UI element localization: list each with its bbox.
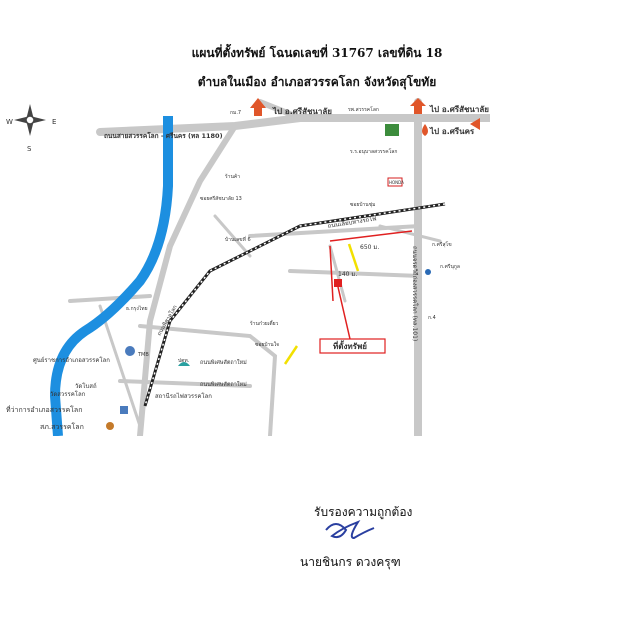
property-pointer-line xyxy=(337,286,351,340)
signature-mark xyxy=(325,520,375,540)
property-marker-icon xyxy=(334,279,342,287)
location-map: W E S 650 ม. 140 ม. ที่ตั้งทรัพย์ xyxy=(6,98,490,436)
place-shop-2: ร้านก๋วยเตี๋ยว xyxy=(250,319,279,327)
map-subtitle: ตำบลในเมือง อำเภอสวรรคโลก จังหวัดสุโขทัย xyxy=(197,75,437,89)
soi-srisatchanalai-label: ซอยศรีสัชนาลัย 13 xyxy=(200,195,242,202)
km7-label: กม.7 xyxy=(230,110,241,116)
road-phiset-2-label: ถนนพิเศษสัตถาใหม่ xyxy=(200,381,247,388)
dir-sri-satchanalai-2: ไป อ.ศรีสัชนาลัย xyxy=(429,104,489,114)
place-k3: ก.4 xyxy=(428,315,436,321)
direction-arrow-icon xyxy=(250,98,480,130)
place-tmb: TMB xyxy=(137,352,149,358)
place-district-office: ที่ว่าการอำเภอสวรรคโลก xyxy=(6,405,82,414)
place-bank: ธ.กรุงไทย xyxy=(126,305,148,312)
highway-101-label: ถนนจรดวิถีถ่องสวรรคโลก (ทล.101) xyxy=(411,246,419,341)
place-k2: ก.ศรีนุกูล xyxy=(440,263,460,270)
dist-140-label: 140 ม. xyxy=(338,271,357,278)
road-phiset-label: ถนนพิเศษสัตถาใหม่ xyxy=(200,359,247,366)
certification-text: รับรองความถูกต้อง xyxy=(314,505,413,519)
property-label: ที่ตั้งทรัพย์ xyxy=(333,340,367,351)
place-hospital: รพ.สวรรคโลก xyxy=(348,106,379,113)
compass-rose-icon xyxy=(14,104,46,136)
place-markers xyxy=(106,124,431,430)
place-center: ศูนย์ราชการอำเภอสวรรคโลก xyxy=(33,356,110,364)
dist-650-label: 650 ม. xyxy=(360,244,379,251)
railway-line xyxy=(143,202,446,407)
distance-line-650 xyxy=(329,230,413,242)
river xyxy=(49,116,173,436)
place-temple: วัดสวรรคโลก xyxy=(50,390,86,398)
place-k1: ก.ศรีสุโข xyxy=(432,241,452,248)
map-title: แผนที่ตั้งทรัพย์ โฉนดเลขที่ 31767 เลขที่… xyxy=(191,46,443,60)
place-honda: HONDA xyxy=(389,180,404,185)
soi-ban-chun-label: ซอยบ้านชุ่ม xyxy=(350,201,375,208)
compass-s: S xyxy=(27,145,32,153)
distance-line-140 xyxy=(329,245,334,302)
place-station: สถานีรถไฟสวรรคโลก xyxy=(155,392,212,400)
place-watbot: วัดโบสถ์ xyxy=(75,382,97,390)
place-ptt: ปตท. xyxy=(178,358,190,364)
main-road-label: ถนนสายสวรรคโลก - ศรีนคร (ทล 1180) xyxy=(104,131,223,140)
place-school: ร.ร.อนุบาลสวรรคโลก xyxy=(350,148,397,155)
compass-w: W xyxy=(6,118,13,126)
dir-si-nakhon: ไป อ.ศรีนคร xyxy=(429,126,475,136)
place-house-6: บ้านเลขที่ 6 xyxy=(225,236,251,243)
signer-name: นายชินกร ดวงครุฑ xyxy=(300,555,401,569)
road-network xyxy=(68,98,490,436)
place-shop-1: ร้านค้า xyxy=(225,173,241,180)
soi-ban-chai-label: ซอยบ้านใจ xyxy=(255,341,279,348)
place-police: สภ.สวรรคโลก xyxy=(40,422,84,431)
property-label-box xyxy=(319,338,386,354)
yellow-access-roads xyxy=(283,243,360,365)
compass-e: E xyxy=(52,118,56,126)
dir-sri-satchanalai-1: ไป อ.ศรีสัชนาลัย xyxy=(272,106,332,116)
